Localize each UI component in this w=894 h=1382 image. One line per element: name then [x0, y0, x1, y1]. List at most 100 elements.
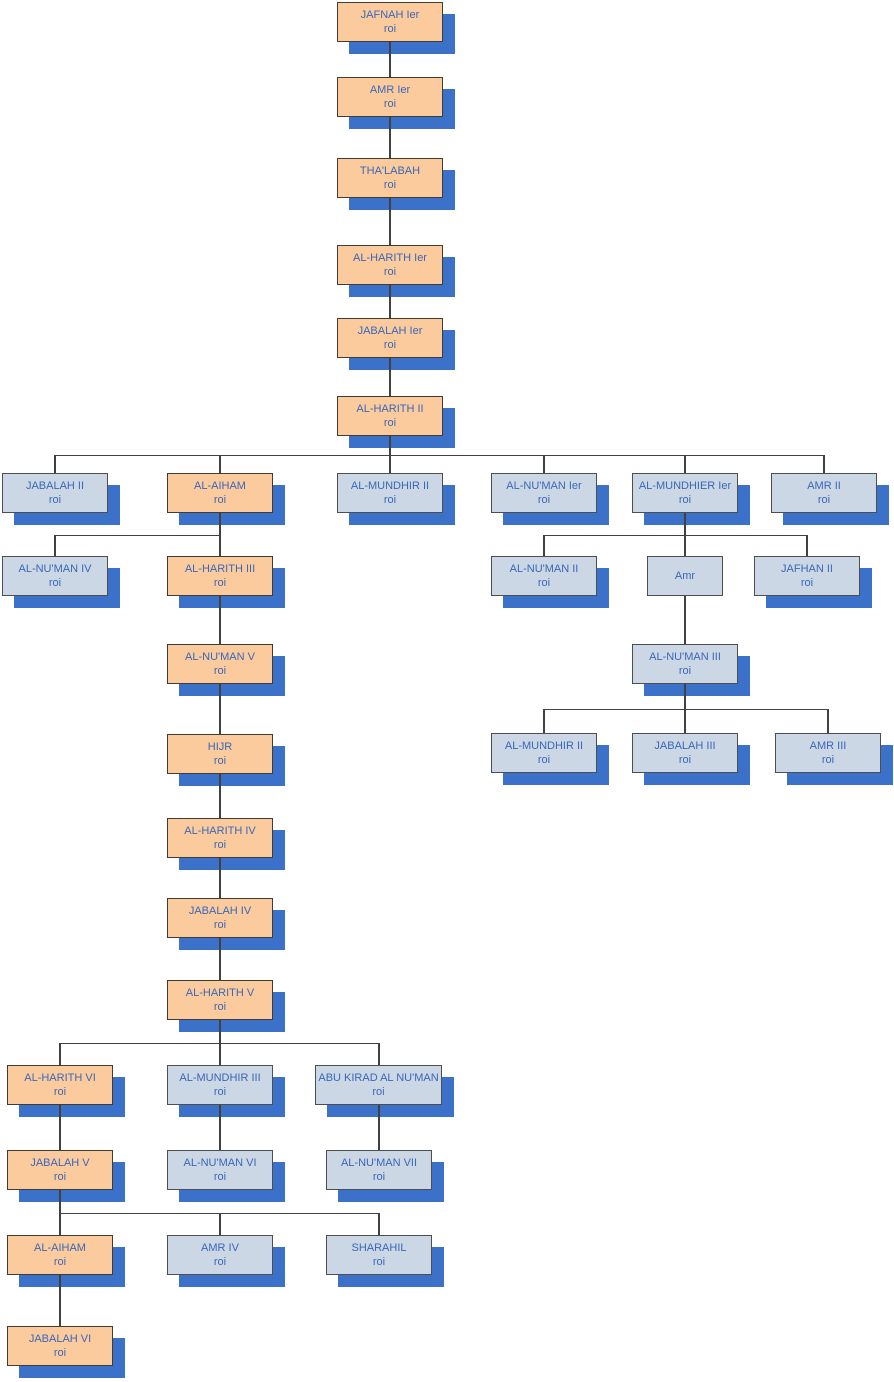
- person-title: roi: [678, 754, 692, 766]
- connector-line: [59, 1275, 61, 1326]
- connector-line: [543, 709, 545, 733]
- person-title: roi: [537, 494, 551, 506]
- connector-line: [684, 513, 686, 535]
- connector-line: [389, 436, 391, 455]
- connector-line: [378, 1213, 380, 1235]
- person-name: AL-HARITH Ier: [353, 252, 427, 264]
- connector-line: [219, 596, 221, 644]
- connector-line: [684, 684, 686, 709]
- person-title: roi: [383, 494, 397, 506]
- person-title: roi: [48, 494, 62, 506]
- connector-line: [378, 1105, 380, 1150]
- person-title: roi: [383, 179, 397, 191]
- connector-line: [684, 455, 686, 473]
- person-name: AL-HARITH III: [184, 563, 256, 575]
- connector-line: [59, 1190, 61, 1213]
- connector-line: [219, 1105, 221, 1150]
- person-name: THA'LABAH: [359, 165, 421, 177]
- person-name: AMR II: [807, 480, 841, 492]
- connector-line: [389, 42, 391, 77]
- connector-line: [389, 117, 391, 158]
- person-name: AL-MUNDHIR II: [504, 740, 584, 752]
- person-title: roi: [213, 1086, 227, 1098]
- person-title: roi: [800, 577, 814, 589]
- person-name: SHARAHIL: [351, 1242, 407, 1254]
- person-name: JAFNAH Ier: [360, 9, 420, 21]
- connector-line: [378, 1043, 380, 1065]
- person-title: roi: [213, 919, 227, 931]
- person-title: roi: [53, 1347, 67, 1359]
- connector-line: [389, 285, 391, 318]
- tree-node-thalabah[interactable]: THA'LABAH roi: [337, 158, 443, 198]
- connector-line: [59, 1105, 61, 1150]
- person-title: roi: [678, 494, 692, 506]
- connector-line: [389, 358, 391, 396]
- person-title: roi: [383, 417, 397, 429]
- person-title: roi: [213, 839, 227, 851]
- tree-node-hijr[interactable]: HIJR roi: [167, 734, 273, 774]
- person-title: roi: [537, 577, 551, 589]
- person-name: AL-MUNDHIR III: [179, 1072, 261, 1084]
- tree-node-mundhir-2b[interactable]: AL-MUNDHIR II roi: [491, 733, 597, 773]
- connector-line: [684, 535, 686, 556]
- connector-line: [219, 684, 221, 734]
- person-name: Amr: [674, 570, 696, 582]
- tree-node-numan-6[interactable]: AL-NU'MAN VI roi: [167, 1150, 273, 1190]
- person-name: AMR IV: [201, 1242, 239, 1254]
- person-name: AMR Ier: [369, 84, 411, 96]
- connector-line: [544, 709, 829, 710]
- person-name: HIJR: [207, 741, 233, 753]
- connector-line: [806, 535, 808, 556]
- connector-line: [219, 1043, 221, 1065]
- person-name: AL-AIHAM: [34, 1242, 86, 1254]
- tree-node-jabalah-2[interactable]: JABALAH II roi: [2, 473, 108, 513]
- person-name: AL-NU'MAN VI: [183, 1157, 257, 1169]
- person-name: AL-NU'MAN IV: [18, 563, 92, 575]
- person-title: roi: [537, 754, 551, 766]
- person-title: roi: [213, 1171, 227, 1183]
- person-name: AL-HARITH VI: [24, 1072, 96, 1084]
- connector-line: [543, 535, 545, 556]
- connector-line: [59, 1043, 61, 1065]
- connector-line: [543, 455, 545, 473]
- connector-line: [54, 535, 56, 556]
- tree-node-mundhir-3[interactable]: AL-MUNDHIR III roi: [167, 1065, 273, 1105]
- person-title: roi: [213, 1001, 227, 1013]
- person-name: JABALAH V: [30, 1157, 90, 1169]
- connector-line: [219, 1213, 221, 1235]
- person-title: roi: [213, 755, 227, 767]
- person-name: JABALAH II: [25, 480, 85, 492]
- tree-node-amr-x[interactable]: Amr: [647, 556, 723, 596]
